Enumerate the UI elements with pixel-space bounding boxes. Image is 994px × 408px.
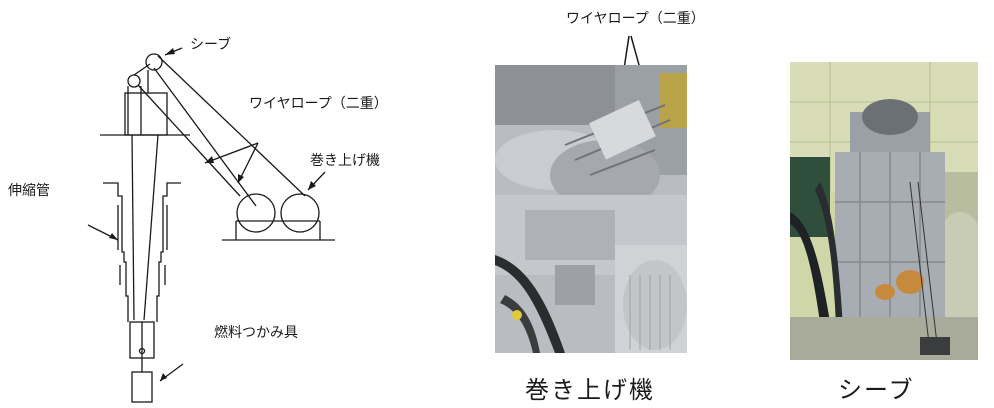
hoist-photo — [495, 65, 687, 353]
sheave-caption: シーブ — [838, 376, 915, 404]
telescopic-tube-label: 伸縮管 — [8, 183, 50, 199]
trolley-frame — [124, 92, 168, 136]
wire-rope-label: ワイヤロープ（二重） — [249, 96, 388, 112]
sheave-photo — [790, 62, 978, 360]
telescopic-tube-outline — [103, 182, 181, 322]
wire-rope-line-1 — [157, 55, 306, 197]
sheave-label: シーブ — [190, 37, 232, 53]
hoist-caption: 巻き上げ機 — [525, 376, 655, 404]
wire-rope-photo-label: ワイヤロープ（二重） — [566, 11, 705, 27]
hoist-drum-right — [280, 193, 320, 233]
hoist-drum-left — [236, 193, 276, 233]
fuel-grapple-label: 燃料つかみ具 — [214, 325, 298, 341]
hoist-label: 巻き上げ機 — [310, 153, 380, 169]
sheave-symbol-large — [145, 53, 163, 71]
rope-leader-1 — [204, 142, 259, 164]
wire-rope-line-4 — [137, 84, 241, 197]
fuel-grapple-symbol — [129, 321, 155, 403]
wire-rope-line-3 — [133, 63, 151, 76]
wire-rope-line-2 — [153, 67, 257, 207]
